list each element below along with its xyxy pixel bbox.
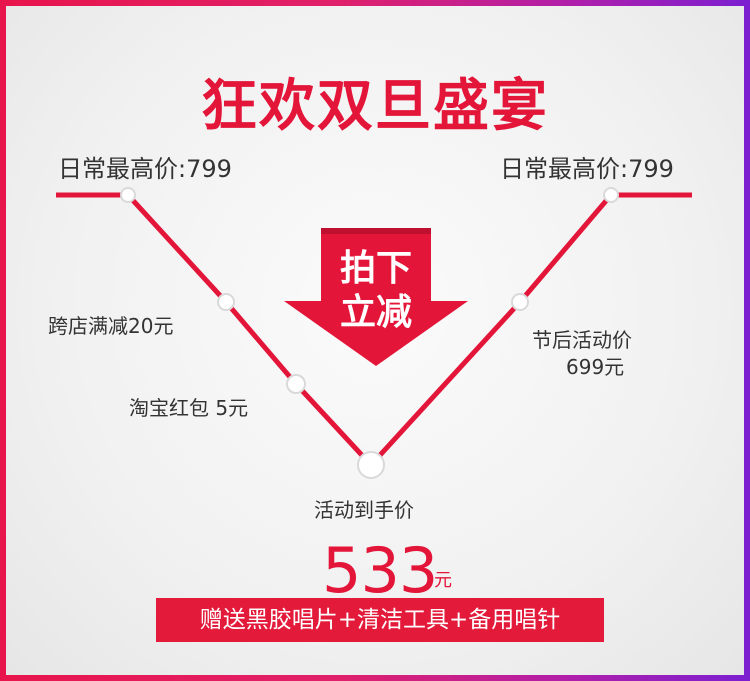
final-price-caption: 活动到手价 [314,498,414,522]
right-daily-price-label: 日常最高价:799 [500,155,674,183]
price-path-chart [56,187,692,479]
after-holiday-label: 节后活动价 [532,328,632,352]
node-discount-2 [286,374,306,394]
discount-label-1: 跨店满减20元 [48,314,174,338]
node-discount-1 [217,293,235,311]
node-left-top [120,187,136,203]
promo-panel: 狂欢双旦盛宴 日常最高价:799 日常最高价:799 跨店满减20元 淘宝红包 … [6,6,744,675]
after-holiday-price: 699元 [566,355,625,379]
price-path-line [56,192,692,468]
node-right-mid [511,293,529,311]
node-right-top [603,187,619,203]
down-arrow-icon [284,228,468,366]
left-daily-price-label: 日常最高价:799 [58,155,232,183]
final-price-value: 533 [322,534,438,607]
page-title: 狂欢双旦盛宴 [201,74,549,139]
node-final [357,451,385,479]
arrow-line-2: 立减 [339,292,412,333]
final-price-unit: 元 [434,570,452,591]
discount-label-2: 淘宝红包 5元 [129,396,249,420]
gift-banner: 赠送黑胶唱片+清洁工具+备用唱针 [156,598,604,642]
arrow-line-1: 拍下 [339,248,412,289]
